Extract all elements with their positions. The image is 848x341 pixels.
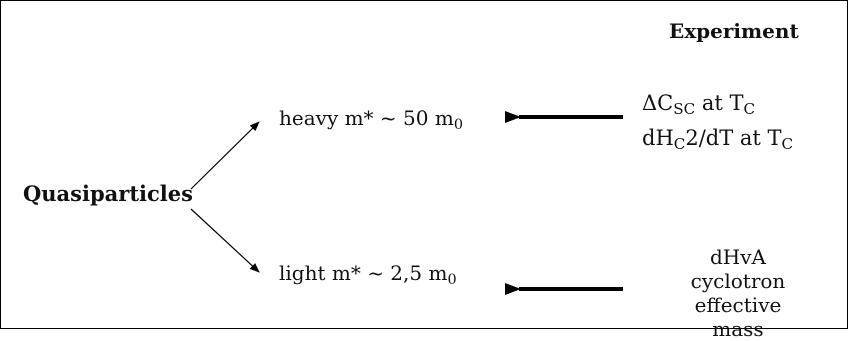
dhva-line: dHvA [710,245,766,269]
arrow-to-light [190,208,260,273]
light-mass-text: light m* ~ 2,5 m [279,261,448,285]
heavy-mass-label: heavy m* ~ 50 m0 [279,106,463,133]
critical-field-slope-line: dHC2/dT at TC [642,126,794,154]
heavy-experiment-block: ΔCSC at TC dHC2/dT at TC [642,89,793,159]
light-mass-sub: 0 [447,272,457,289]
specific-heat-jump-line: ΔCSC at TC [642,91,756,119]
arrow-layer [190,111,623,295]
heavy-mass-text: heavy m* ~ 50 m [279,106,454,130]
mass-line: mass [712,317,764,341]
heavy-mass-sub: 0 [453,117,463,134]
experiment-header: Experiment [669,19,799,43]
quasiparticles-label: Quasiparticles [23,181,193,206]
cyclotron-line: cyclotron effective [690,269,786,317]
arrow-to-heavy [190,121,260,190]
light-experiment-block: dHvA cyclotron effective mass [645,245,831,341]
light-mass-label: light m* ~ 2,5 m0 [279,261,457,288]
